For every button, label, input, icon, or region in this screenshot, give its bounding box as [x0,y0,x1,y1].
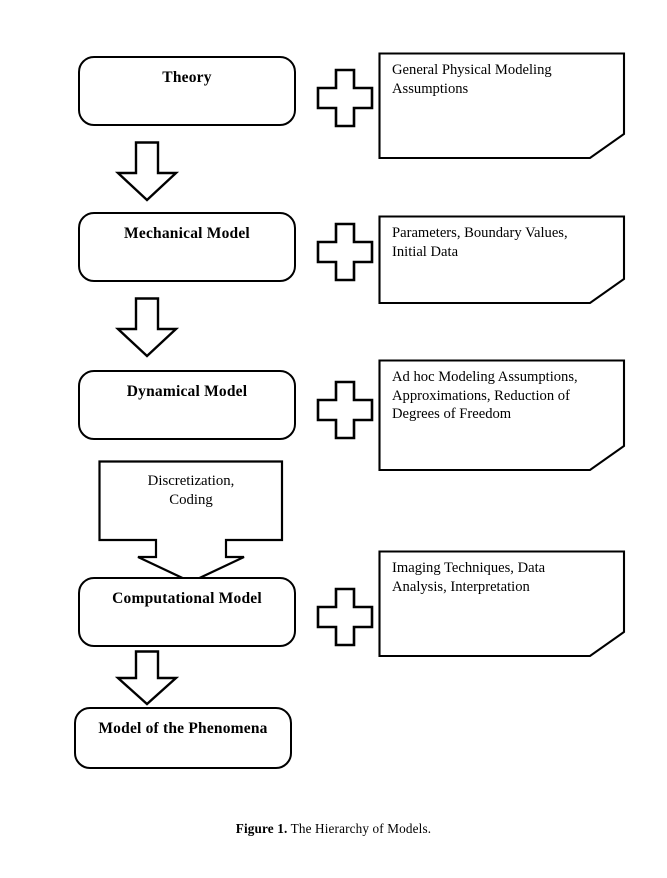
stage-label-mechanical-model: Mechanical Model [124,225,250,243]
arrow-down-icon [112,297,182,363]
note-box-parameters[interactable]: Parameters, Boundary Values, Initial Dat… [378,215,626,305]
note-box-ad-hoc-assumptions[interactable]: Ad hoc Modeling Assumptions, Approximati… [378,359,626,472]
stage-label-theory: Theory [162,69,212,87]
figure-caption: Figure 1. The Hierarchy of Models. [0,821,667,837]
note-box-general-assumptions[interactable]: General Physical Modeling Assumptions [378,52,626,160]
note-text-parameters: Parameters, Boundary Values, Initial Dat… [392,225,568,260]
stage-box-theory[interactable]: Theory [78,56,296,126]
stage-label-model-of-phenomena: Model of the Phenomena [98,720,268,738]
note-text-general-assumptions: General Physical Modeling Assumptions [392,62,552,97]
figure-caption-text: The Hierarchy of Models. [287,821,432,836]
process-box-discretization-coding[interactable]: Discretization, Coding [98,460,284,584]
arrow-down-icon [112,141,182,207]
stage-label-computational-model: Computational Model [112,590,262,608]
process-label-discretization-coding: Discretization, Coding [147,473,235,509]
plus-icon [316,222,374,287]
stage-box-dynamical-model[interactable]: Dynamical Model [78,370,296,440]
stage-label-dynamical-model: Dynamical Model [126,383,248,401]
note-text-ad-hoc-assumptions: Ad hoc Modeling Assumptions, Approximati… [392,369,578,423]
plus-icon [316,380,374,445]
stage-box-mechanical-model[interactable]: Mechanical Model [78,212,296,282]
stage-box-computational-model[interactable]: Computational Model [78,577,296,647]
note-box-imaging-techniques[interactable]: Imaging Techniques, Data Analysis, Inter… [378,550,626,658]
arrow-down-icon [112,650,182,711]
plus-icon [316,587,374,652]
plus-icon [316,68,374,133]
stage-box-model-of-phenomena[interactable]: Model of the Phenomena [74,707,292,769]
note-text-imaging-techniques: Imaging Techniques, Data Analysis, Inter… [392,560,546,595]
figure-caption-label: Figure 1. [235,821,288,836]
